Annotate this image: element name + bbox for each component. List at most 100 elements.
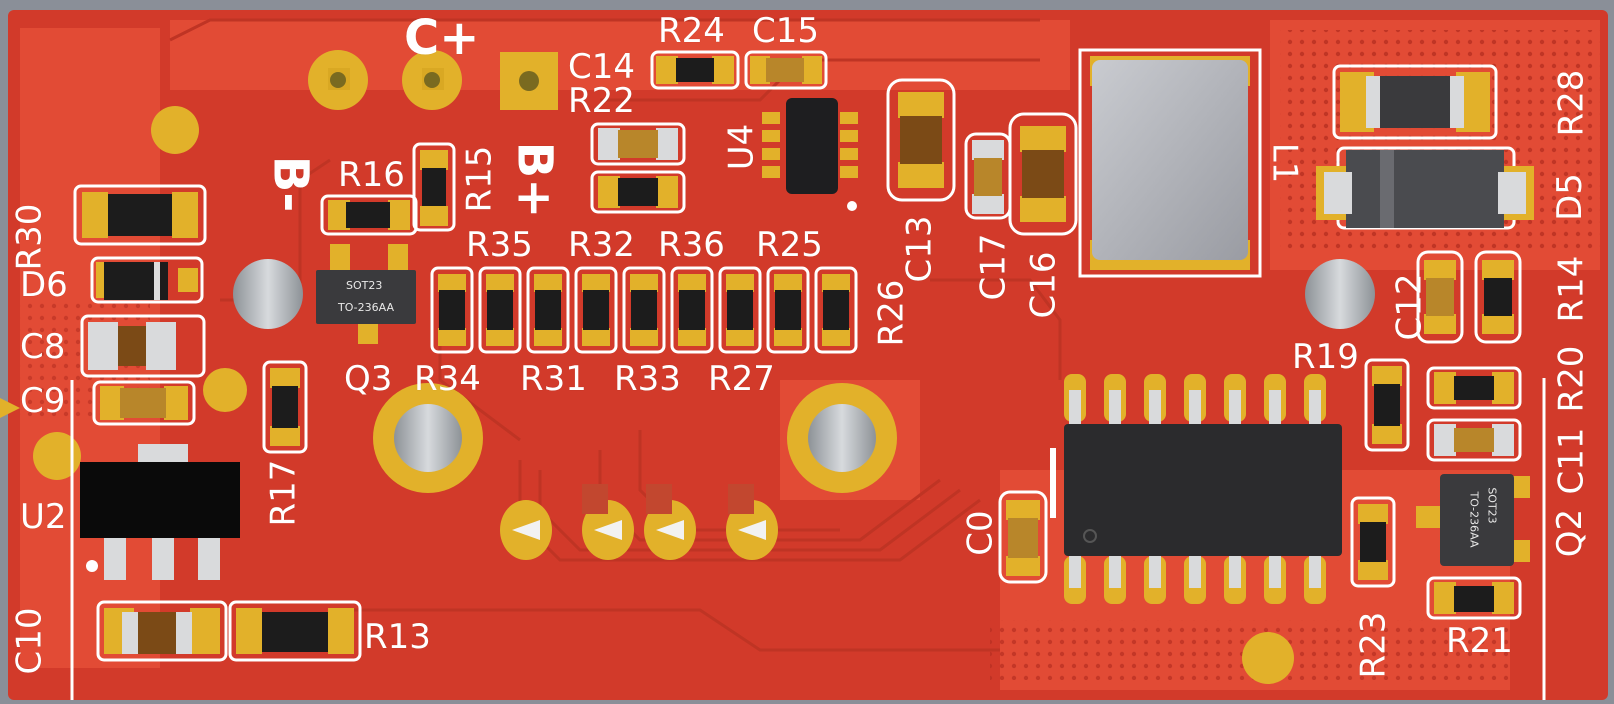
array-resistor (766, 266, 810, 354)
edge-marker (0, 398, 20, 418)
label-c10: C10 (9, 607, 50, 675)
header-pads (500, 484, 778, 560)
c16-component (1008, 112, 1078, 236)
q3-package-line2: TO-236AA (338, 301, 395, 314)
label-c14: C14 (568, 47, 636, 87)
fiducial-mid-left (203, 368, 247, 412)
connector-pad-b-minus (308, 50, 368, 110)
label-u4: U4 (721, 123, 762, 171)
fiducial-bottom (1242, 632, 1294, 684)
q2-package-line2: TO-236AA (1467, 491, 1481, 548)
r13-component (228, 600, 362, 662)
resistor-array (430, 266, 858, 354)
label-r13: R13 (364, 617, 431, 657)
label-r36: R36 (658, 225, 725, 265)
label-r21: R21 (1446, 621, 1513, 661)
u2-component (80, 444, 240, 580)
c14-component (590, 170, 686, 214)
label-r31: R31 (520, 359, 587, 399)
label-c8: C8 (20, 327, 66, 367)
label-r34: R34 (414, 359, 481, 399)
label-c16: C16 (1023, 251, 1064, 319)
c15-component (744, 50, 828, 90)
fiducial-top-left (151, 106, 199, 154)
r21-component (1426, 576, 1522, 620)
label-r16: R16 (338, 155, 405, 195)
c9-component (92, 380, 196, 426)
label-r30: R30 (9, 203, 50, 271)
label-c13: C13 (899, 215, 940, 283)
c13-component (886, 78, 956, 202)
label-c17: C17 (973, 233, 1014, 301)
label-r35: R35 (466, 225, 533, 265)
label-r27: R27 (708, 359, 775, 399)
label-q3: Q3 (344, 359, 393, 399)
label-b-plus: B+ (506, 141, 563, 219)
label-d6: D6 (20, 265, 68, 305)
array-resistor (814, 266, 858, 354)
c0-component (998, 490, 1048, 584)
connector-pad-b-plus (500, 52, 558, 110)
hole-left (233, 259, 303, 329)
label-c0: C0 (960, 510, 1001, 556)
q3-component (316, 244, 416, 344)
array-resistor (526, 266, 570, 354)
main-ic (1050, 374, 1342, 604)
label-c9: C9 (20, 381, 66, 421)
array-resistor (430, 266, 474, 354)
c10-component (96, 600, 228, 662)
label-c15: C15 (752, 11, 820, 51)
r30-component (73, 184, 207, 246)
r24-component (650, 50, 740, 90)
label-q2: Q2 (1550, 508, 1591, 558)
r17-component (262, 360, 308, 454)
connector-pad-c-plus (402, 50, 462, 110)
label-b-minus: B- (262, 155, 319, 213)
array-resistor (574, 266, 618, 354)
hole-right (1305, 259, 1375, 329)
label-l1: L1 (1264, 142, 1305, 184)
r28-component (1332, 64, 1498, 140)
label-c11: C11 (1551, 427, 1592, 495)
array-resistor (478, 266, 522, 354)
r16-component (320, 194, 418, 236)
label-r23: R23 (1353, 611, 1394, 679)
label-r32: R32 (568, 225, 635, 265)
label-r15: R15 (459, 145, 500, 213)
label-c-plus: C+ (404, 10, 480, 66)
r15-component (412, 142, 456, 232)
c11-component (1426, 418, 1522, 462)
label-r28: R28 (1551, 69, 1592, 137)
l1-component (1078, 48, 1262, 278)
c12-component (1416, 250, 1464, 344)
r22-component (590, 122, 686, 166)
label-d5: D5 (1549, 173, 1590, 221)
r19-component (1364, 358, 1410, 452)
label-c12: C12 (1389, 273, 1430, 341)
u4-component (762, 98, 858, 211)
label-r14: R14 (1551, 255, 1592, 323)
fiducial-left (33, 432, 81, 480)
array-resistor (718, 266, 762, 354)
q2-package-line1: SOT23 (1485, 487, 1499, 524)
array-resistor (670, 266, 714, 354)
label-r26: R26 (871, 279, 912, 347)
mounting-hole-right (787, 383, 897, 493)
mounting-hole-left (373, 383, 483, 493)
array-resistor (622, 266, 666, 354)
label-r25: R25 (756, 225, 823, 265)
label-r22: R22 (568, 81, 635, 121)
q2-component (1416, 474, 1530, 566)
label-r17: R17 (263, 459, 304, 527)
r20-component (1426, 366, 1522, 410)
label-r19: R19 (1292, 337, 1359, 377)
r23-component (1350, 496, 1396, 588)
label-r33: R33 (614, 359, 681, 399)
d5-component (1316, 146, 1534, 230)
d6-component (90, 256, 204, 304)
c17-component (964, 132, 1012, 220)
label-r24: R24 (658, 11, 725, 51)
q3-package-line1: SOT23 (346, 279, 383, 292)
